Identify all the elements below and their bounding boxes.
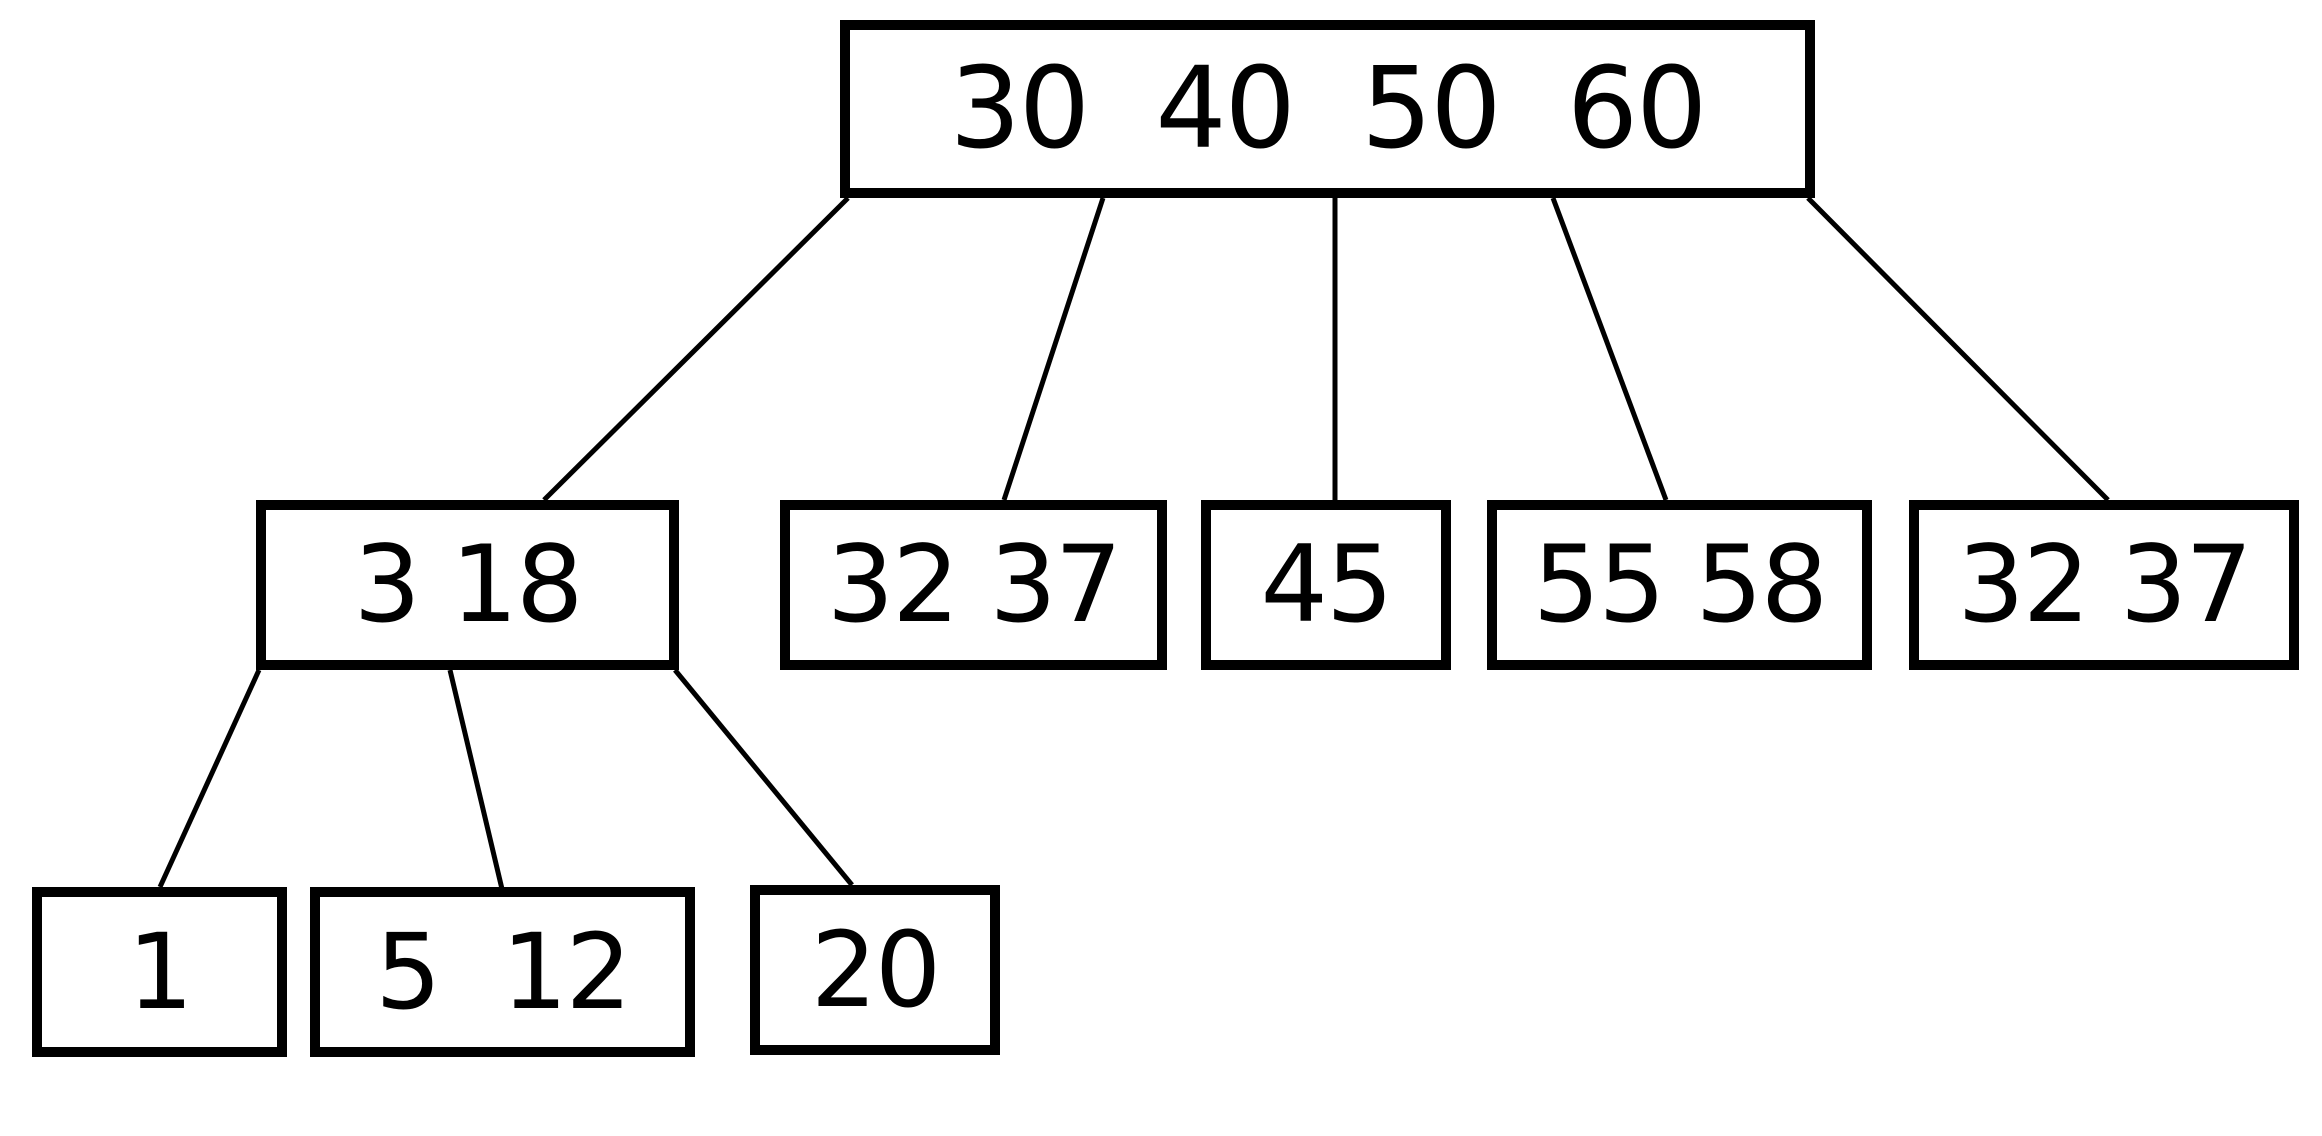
node-32-37-right: 32 37 <box>1909 500 2299 670</box>
node-32-37: 32 37 <box>780 500 1167 670</box>
edge-3-18-to-20 <box>673 668 854 887</box>
node-32-37-right-label: 32 37 <box>1957 523 2252 646</box>
root-node-label: 30 40 50 60 <box>949 44 1708 174</box>
edge-root-to-32-37-right <box>1806 196 2110 502</box>
edge-3-18-to-1 <box>157 668 262 889</box>
node-20: 20 <box>750 885 1000 1055</box>
edge-root-to-32-37 <box>1001 197 1106 501</box>
node-5-12: 5 12 <box>310 887 695 1057</box>
node-55-58: 55 58 <box>1487 500 1872 670</box>
node-20-label: 20 <box>810 909 941 1031</box>
node-1-label: 1 <box>127 911 193 1033</box>
node-5-12-label: 5 12 <box>375 911 632 1033</box>
node-3-18: 3 18 <box>256 500 679 670</box>
node-45: 45 <box>1201 500 1451 670</box>
node-55-58-label: 55 58 <box>1532 523 1828 646</box>
edge-root-to-3-18 <box>542 196 850 502</box>
edge-root-to-55-58 <box>1550 197 1669 501</box>
edge-3-18-to-5-12 <box>447 669 505 890</box>
node-3-18-label: 3 18 <box>353 523 583 646</box>
node-45-label: 45 <box>1260 523 1394 646</box>
node-32-37-label: 32 37 <box>826 523 1122 646</box>
root-node: 30 40 50 60 <box>840 20 1815 198</box>
node-1: 1 <box>32 887 287 1057</box>
